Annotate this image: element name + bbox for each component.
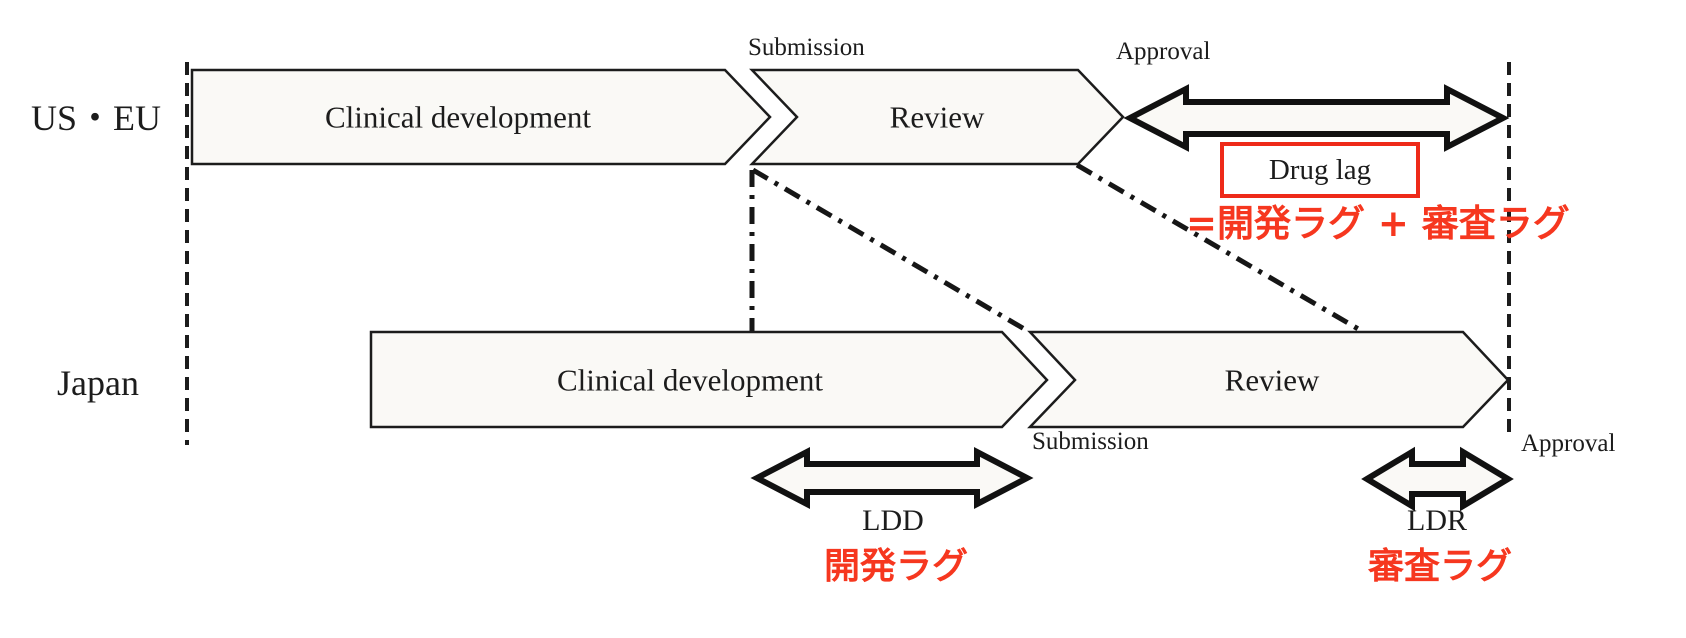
ldr-label: LDR: [1407, 504, 1467, 537]
japan-approval-label: Approval: [1521, 430, 1616, 457]
us-eu-row-label: US・EU: [30, 98, 162, 138]
drug-lag-label: Drug lag: [1268, 153, 1372, 186]
us-review-arrow: [749, 68, 1125, 166]
us-clinical-development-label: Clinical development: [324, 99, 592, 135]
drug-lag-equation-label: =開発ラグ + 審査ラグ: [1186, 202, 1570, 245]
japan-review-label: Review: [1224, 362, 1320, 398]
japan-submission-label: Submission: [1032, 428, 1149, 455]
drug-lag-span-arrow: [1123, 84, 1510, 152]
approval-link-line: [1075, 162, 1362, 333]
drug-lag-box: Drug lag: [1220, 142, 1420, 198]
japan-review-arrow: [1027, 330, 1510, 429]
submission-link-line: [751, 167, 1028, 333]
us-submission-label: Submission: [748, 34, 865, 61]
us-clinical-development-arrow: [190, 68, 772, 166]
japan-clinical-development-label: Clinical development: [556, 362, 824, 398]
ldr-span-arrow: [1361, 446, 1514, 512]
japan-clinical-development-arrow: [369, 330, 1049, 429]
ldd-label: LDD: [862, 504, 924, 537]
ldr-japanese-label: 審査ラグ: [1367, 546, 1513, 587]
us-approval-label: Approval: [1116, 38, 1211, 65]
ldd-japanese-label: 開発ラグ: [823, 546, 969, 587]
japan-row-label: Japan: [57, 363, 139, 403]
ldd-span-arrow: [750, 447, 1034, 509]
us-review-label: Review: [889, 99, 985, 135]
